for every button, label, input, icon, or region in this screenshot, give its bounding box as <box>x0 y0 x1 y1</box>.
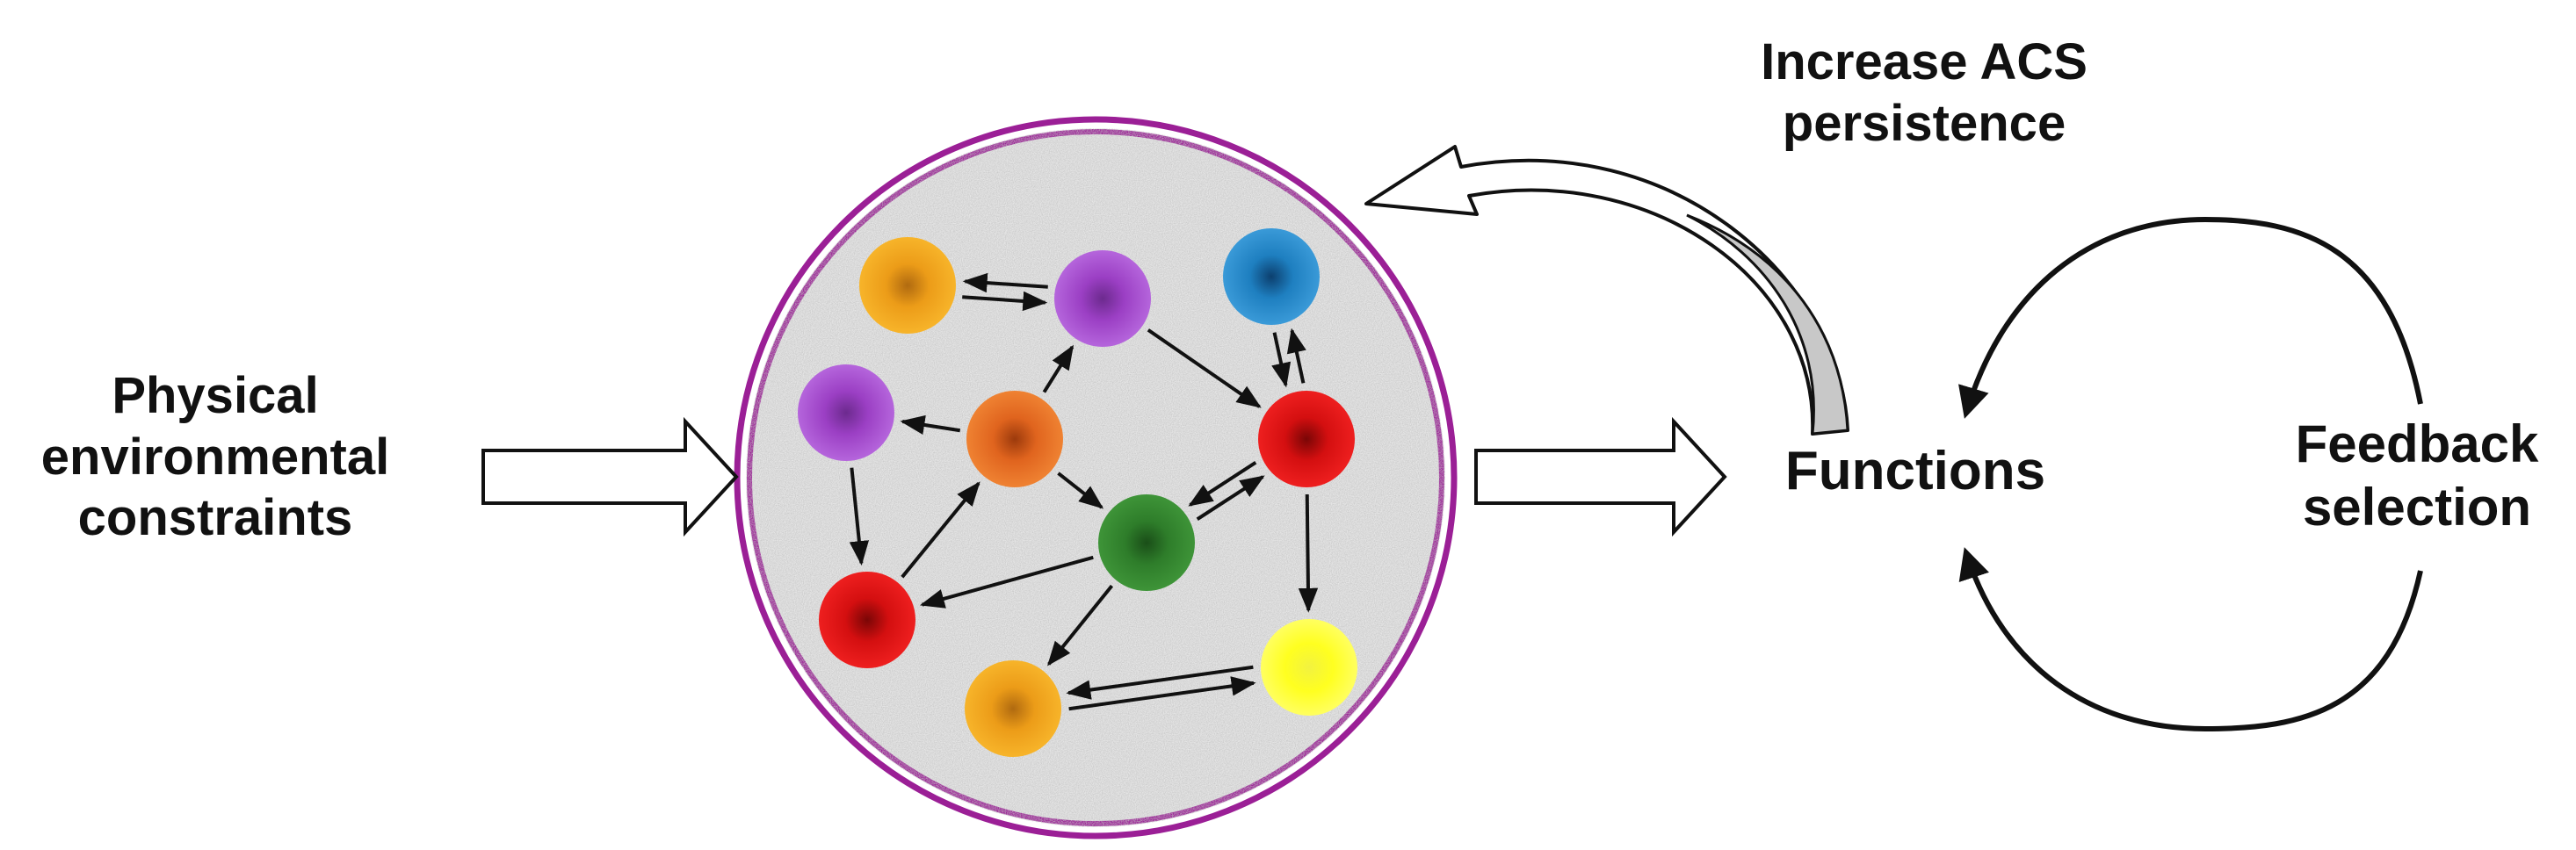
physical-constraints-line-2: environmental <box>40 428 390 486</box>
molecule-orange <box>965 660 1061 757</box>
physical-constraints-line-3: constraints <box>77 489 353 547</box>
reaction-arrow-m1-m2 <box>962 291 1048 312</box>
reaction-network <box>849 272 1319 711</box>
feedback-loop-upper-arc <box>1958 216 2423 419</box>
reaction-arrow-m6-m7 <box>1188 461 1257 507</box>
feedback-loop-lower-arc <box>1958 547 2423 732</box>
feedback-selection-line-2: selection <box>2302 478 2532 537</box>
reaction-arrow-m9-m10 <box>1068 676 1256 711</box>
molecule-red <box>819 572 915 668</box>
reaction-arrow-m10-m9 <box>1066 665 1254 700</box>
reaction-arrow-m4-m8 <box>849 467 870 566</box>
physical-constraints-line-1: Physical <box>112 367 319 424</box>
molecule-set <box>798 228 1357 757</box>
increase-acs-line-2: persistence <box>1782 94 2066 152</box>
reaction-arrow-m3-m6 <box>1271 332 1292 388</box>
molecule-yellow <box>1261 619 1357 716</box>
molecule-red <box>1258 391 1355 487</box>
molecule-blue <box>1223 228 1320 325</box>
reaction-arrow-m6-m3 <box>1286 328 1306 384</box>
molecule-green <box>1098 494 1195 591</box>
increase-acs-label: Increase ACS persistence <box>1704 32 2144 154</box>
reaction-arrow-m7-m9 <box>1046 584 1114 666</box>
reaction-arrow-m5-m4 <box>900 414 961 435</box>
vesicle-texture <box>746 128 1445 827</box>
functions-label: Functions <box>1784 441 2046 501</box>
reaction-arrow-m2-m6 <box>1147 328 1262 408</box>
reaction-arrow-m5-m2 <box>1042 344 1075 393</box>
feedback-loop <box>1958 216 2423 732</box>
molecule-dark-orange <box>966 391 1063 487</box>
molecule-orange <box>859 237 956 334</box>
reaction-arrow-m8-m5 <box>901 481 980 579</box>
physical-constraints-label: Physical environmental constraints <box>0 365 431 549</box>
output-block-arrow <box>1474 416 1727 537</box>
reaction-arrow-m7-m8 <box>919 555 1094 609</box>
reaction-arrow-m2-m1 <box>962 272 1048 293</box>
vesicle <box>734 116 1458 839</box>
input-block-arrow <box>481 416 739 537</box>
molecule-purple <box>1054 250 1151 347</box>
reaction-arrow-m5-m7 <box>1057 472 1104 509</box>
reaction-arrow-m6-m10 <box>1298 493 1319 613</box>
persistence-curved-arrow <box>1364 145 1849 436</box>
feedback-selection-line-1: Feedback <box>2295 414 2539 473</box>
molecule-purple <box>798 364 894 461</box>
increase-acs-line-1: Increase ACS <box>1761 33 2088 90</box>
feedback-selection-label: Feedback selection <box>2258 413 2576 539</box>
reaction-arrow-m7-m6 <box>1196 475 1265 521</box>
